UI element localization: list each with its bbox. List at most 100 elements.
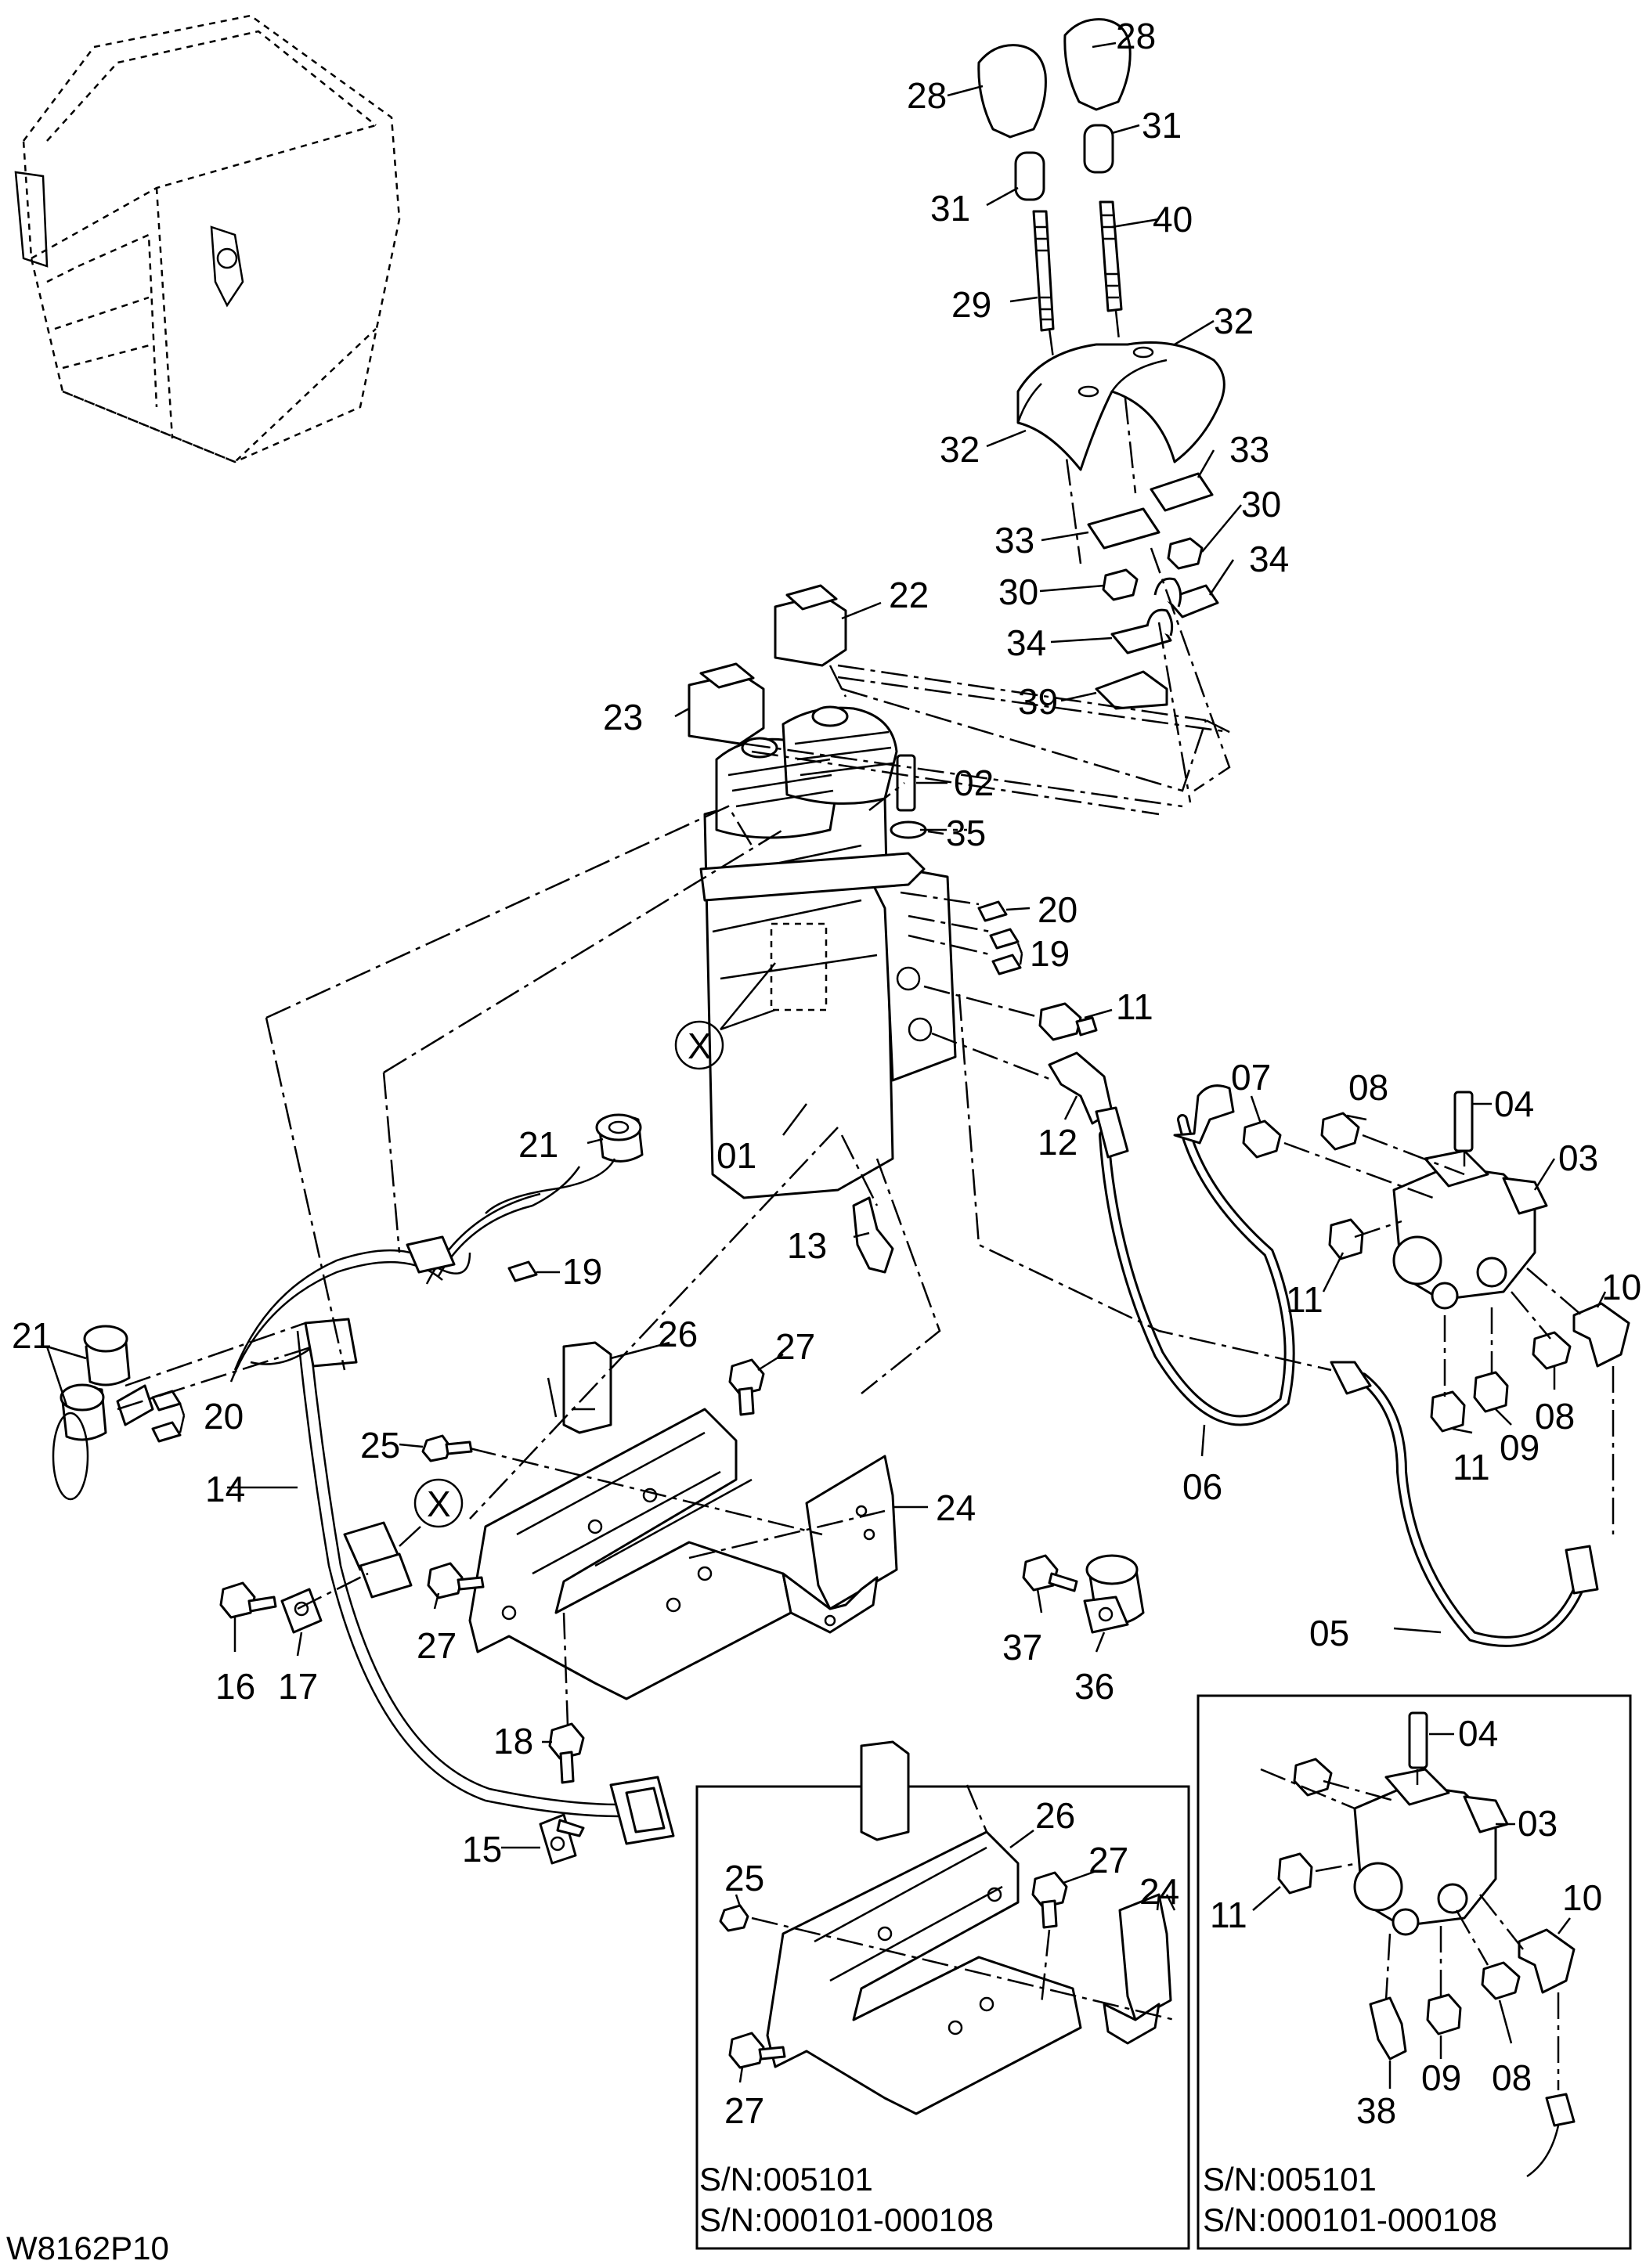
label-33: 33 bbox=[994, 520, 1034, 561]
inset-left-label-24: 24 bbox=[1139, 1871, 1179, 1912]
label-18: 18 bbox=[493, 1721, 533, 1761]
fitting-11-left bbox=[1328, 1218, 1364, 1260]
nut-30-right bbox=[1167, 537, 1204, 570]
bolt-18 bbox=[548, 1722, 585, 1784]
label-26: 26 bbox=[658, 1314, 698, 1354]
sleeve-31-left bbox=[1014, 151, 1045, 201]
label-24: 24 bbox=[936, 1487, 976, 1528]
label-21: 21 bbox=[12, 1315, 52, 1356]
inset-left-label-25: 25 bbox=[724, 1858, 764, 1898]
label-16: 16 bbox=[215, 1666, 255, 1707]
label-17: 17 bbox=[278, 1666, 318, 1707]
label-X: X bbox=[427, 1484, 451, 1524]
inset-left-serial-1: S/N:005101 bbox=[699, 2161, 873, 2198]
label-20: 20 bbox=[1038, 889, 1077, 930]
label-19: 19 bbox=[1030, 933, 1070, 974]
clip-19-upper-a bbox=[989, 928, 1020, 950]
clamp-36 bbox=[1083, 1554, 1145, 1634]
bolt-02 bbox=[896, 754, 916, 812]
label-19: 19 bbox=[562, 1251, 602, 1292]
cab-outline bbox=[14, 14, 401, 463]
inset-left-label-27: 27 bbox=[1088, 1840, 1128, 1880]
plug-08-upper bbox=[1320, 1112, 1360, 1151]
connector-near-X2 bbox=[343, 1521, 413, 1599]
label-04: 04 bbox=[1494, 1084, 1534, 1124]
label-30: 30 bbox=[1241, 484, 1281, 525]
inset-left-panel: 25 26 27 24 27 S/N:005101 S/N:000101-000… bbox=[695, 1740, 1190, 2250]
lever-knob-28-right bbox=[1063, 18, 1132, 111]
sensor-21-left bbox=[52, 1325, 154, 1501]
clamp-15 bbox=[539, 1813, 585, 1865]
label-35: 35 bbox=[946, 813, 986, 853]
label-27: 27 bbox=[417, 1625, 457, 1666]
label-11: 11 bbox=[1453, 1447, 1490, 1487]
label-33: 33 bbox=[1229, 429, 1269, 470]
boot-cover-32 bbox=[1016, 341, 1225, 471]
inset-left-label-27: 27 bbox=[724, 2090, 764, 2131]
label-28: 28 bbox=[907, 75, 947, 116]
label-31: 31 bbox=[930, 188, 970, 229]
inset-right-label-10: 10 bbox=[1562, 1877, 1602, 1918]
plate-33-right bbox=[1150, 472, 1214, 512]
sensor-21-upper bbox=[485, 1113, 644, 1214]
plug-08-lower bbox=[1532, 1331, 1572, 1370]
label-02: 02 bbox=[954, 763, 994, 803]
label-22: 22 bbox=[889, 575, 929, 615]
harness-end-connector bbox=[609, 1776, 675, 1845]
label-03: 03 bbox=[1558, 1138, 1598, 1178]
elbow-10 bbox=[1572, 1302, 1630, 1368]
inset-left-serial-2: S/N:000101-000108 bbox=[699, 2201, 994, 2238]
assembly-lines bbox=[117, 547, 1615, 1727]
clamp-17 bbox=[280, 1588, 323, 1634]
label-31: 31 bbox=[1142, 105, 1182, 146]
label-01: 01 bbox=[717, 1135, 756, 1176]
inset-right-label-04: 04 bbox=[1458, 1713, 1498, 1754]
part-labels: 28 28 31 31 29 40 32 32 33 33 30 30 34 3… bbox=[12, 16, 1641, 1870]
wire-harness-14 bbox=[229, 1166, 619, 1818]
inset-right-panel: 04 03 11 10 09 08 38 S/N:005101 S/N:0001… bbox=[1197, 1694, 1632, 2250]
nut-30-left bbox=[1102, 568, 1139, 601]
label-27: 27 bbox=[775, 1326, 815, 1367]
mount-bracket-26 bbox=[468, 1341, 792, 1700]
threaded-rod-40 bbox=[1099, 200, 1123, 312]
label-37: 37 bbox=[1002, 1627, 1042, 1668]
label-14: 14 bbox=[205, 1469, 245, 1509]
inset-left-label-26: 26 bbox=[1035, 1795, 1075, 1836]
fitting-11-lower bbox=[1430, 1390, 1466, 1433]
plate-33-left bbox=[1087, 507, 1161, 550]
label-09: 09 bbox=[1500, 1427, 1540, 1468]
label-11: 11 bbox=[1116, 986, 1153, 1027]
bolt-37 bbox=[1022, 1554, 1078, 1592]
inset-right-serial-2: S/N:000101-000108 bbox=[1203, 2201, 1497, 2238]
fitting-09 bbox=[1473, 1371, 1509, 1413]
label-11: 11 bbox=[1286, 1279, 1323, 1320]
inset-right-label-03: 03 bbox=[1518, 1803, 1558, 1844]
switch-23 bbox=[688, 662, 765, 745]
label-20: 20 bbox=[204, 1396, 244, 1437]
label-34: 34 bbox=[1249, 539, 1289, 579]
bolt-25-main bbox=[421, 1434, 473, 1462]
clip-19-upper-b bbox=[991, 954, 1022, 975]
bolt-16 bbox=[219, 1581, 277, 1619]
label-40: 40 bbox=[1153, 199, 1193, 240]
clip-20-lower-b bbox=[151, 1421, 182, 1443]
inset-right-label-11: 11 bbox=[1210, 1895, 1247, 1935]
fitting-07 bbox=[1242, 1120, 1282, 1159]
threaded-rod-29 bbox=[1032, 210, 1055, 332]
inset-right-label-38: 38 bbox=[1356, 2090, 1396, 2131]
clip-19-lower bbox=[507, 1260, 538, 1282]
label-36: 36 bbox=[1074, 1666, 1114, 1707]
bolt-27-main-upper bbox=[728, 1358, 765, 1416]
label-28: 28 bbox=[1116, 16, 1156, 56]
fitting-13 bbox=[852, 1196, 894, 1274]
fitting-11-upper bbox=[1038, 1002, 1098, 1041]
label-21: 21 bbox=[518, 1124, 558, 1165]
inset-right-label-08: 08 bbox=[1492, 2057, 1532, 2098]
inset-right-label-09: 09 bbox=[1421, 2057, 1461, 2098]
label-13: 13 bbox=[787, 1225, 827, 1266]
bolt-27-main-lower bbox=[427, 1562, 485, 1599]
label-39: 39 bbox=[1018, 681, 1058, 722]
label-32: 32 bbox=[940, 429, 980, 470]
hose-05 bbox=[1330, 1361, 1599, 1647]
